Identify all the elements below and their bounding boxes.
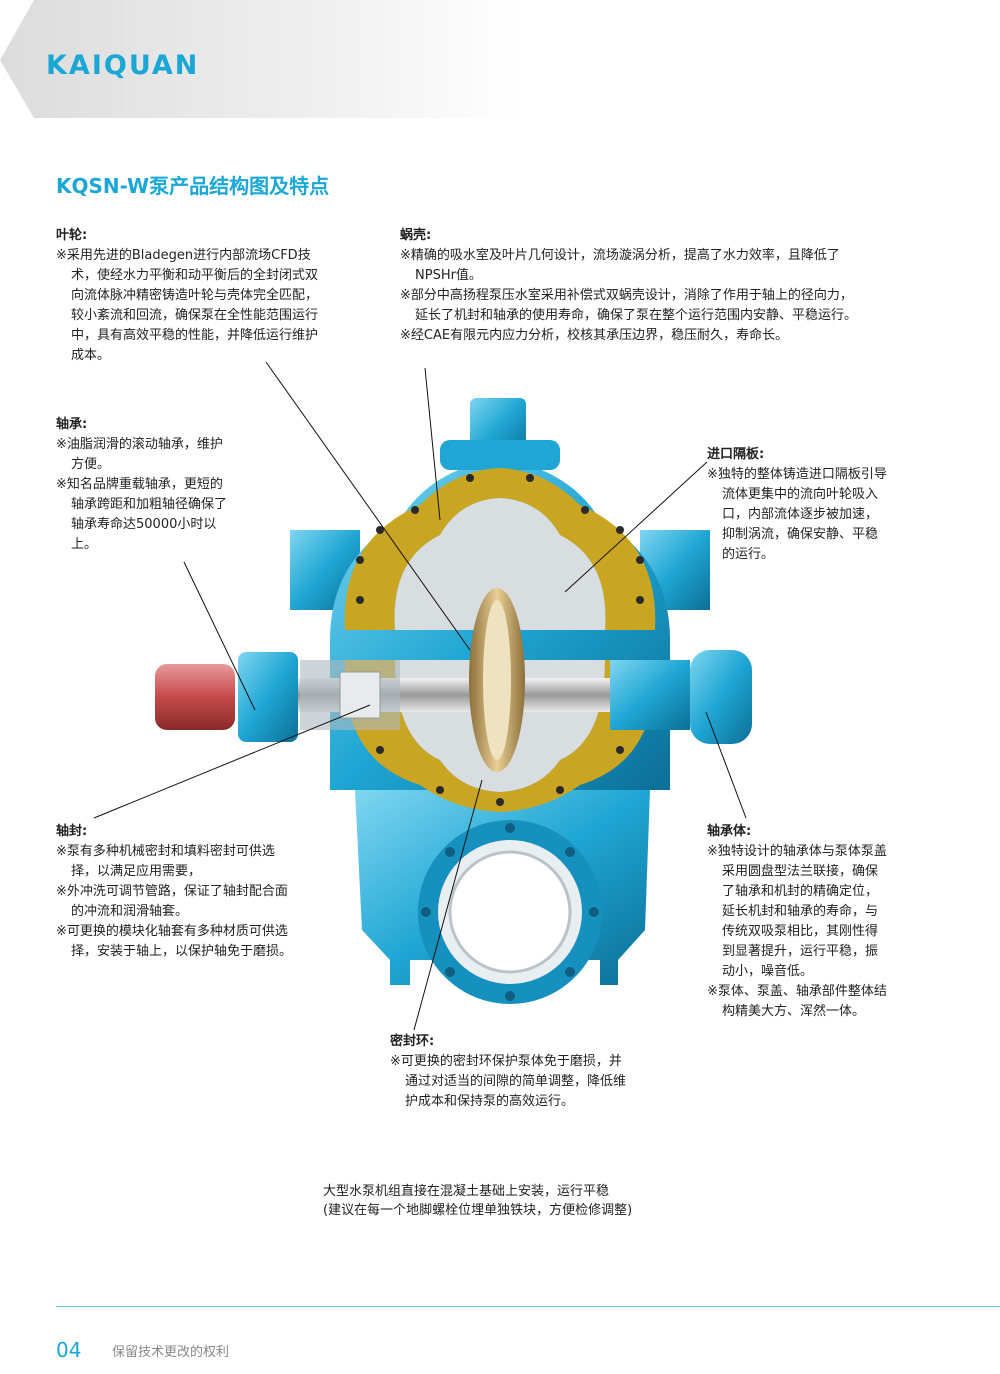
callout-item: ※精确的吸水室及叶片几何设计，流场漩涡分析，提高了水力效率，且降低了NPSHr值… bbox=[400, 248, 840, 283]
page-title: KQSN-W泵产品结构图及特点 bbox=[56, 174, 330, 198]
callout-item: ※泵有多种机械密封和填料密封可供选择，以满足应用需要， bbox=[56, 844, 275, 879]
header-band bbox=[0, 0, 520, 118]
callout-heading: 叶轮: bbox=[56, 228, 88, 243]
footer-note: 保留技术更改的权利 bbox=[112, 1345, 230, 1360]
callout-heading: 密封环: bbox=[390, 1034, 435, 1049]
callout-item: ※外冲洗可调节管路，保证了轴封配合面的冲流和润滑轴套。 bbox=[56, 884, 288, 919]
callout-bearing: 轴承: ※油脂润滑的滚动轴承，维护方便。 ※知名品牌重载轴承，更短的轴承跨距和加… bbox=[56, 415, 234, 555]
callout-bearing-body: 轴承体: ※独特设计的轴承体与泵体泵盖采用圆盘型法兰联接，确保了轴承和机封的精确… bbox=[707, 822, 887, 1022]
callout-item: ※独特的整体铸造进口隔板引导流体更集中的流向叶轮吸入口，内部流体逐步被加速，抑制… bbox=[707, 467, 887, 562]
callout-heading: 蜗壳: bbox=[400, 228, 432, 243]
callout-item: ※知名品牌重载轴承，更短的轴承跨距和加粗轴径确保了轴承寿命达50000小时以上。 bbox=[56, 477, 228, 552]
callout-item: ※部分中高扬程泵压水室采用补偿式双蜗壳设计，消除了作用于轴上的径向力，延长了机封… bbox=[400, 288, 858, 323]
callout-item: ※泵体、泵盖、轴承部件整体结构精美大方、浑然一体。 bbox=[707, 984, 887, 1019]
callout-item: ※经CAE有限元内应力分析，校核其承压边界，稳压耐久，寿命长。 bbox=[400, 328, 789, 343]
brand-logo: KAIQUAN bbox=[46, 50, 200, 81]
callout-item: ※可更换的密封环保护泵体免于磨损，并通过对适当的间隙的简单调整，降低维护成本和保… bbox=[390, 1054, 627, 1109]
callout-item: ※独特设计的轴承体与泵体泵盖采用圆盘型法兰联接，确保了轴承和机封的精确定位，延长… bbox=[707, 844, 887, 979]
callout-seal-ring: 密封环: ※可更换的密封环保护泵体免于磨损，并通过对适当的间隙的简单调整，降低维… bbox=[390, 1032, 630, 1112]
caption-line-1: 大型水泵机组直接在混凝土基础上安装，运行平稳 bbox=[323, 1184, 610, 1199]
callout-inlet-baffle: 进口隔板: ※独特的整体铸造进口隔板引导流体更集中的流向叶轮吸入口，内部流体逐步… bbox=[707, 445, 887, 565]
callout-shaft-seal: 轴封: ※泵有多种机械密封和填料密封可供选择，以满足应用需要， ※外冲洗可调节管… bbox=[56, 822, 300, 962]
installation-caption: 大型水泵机组直接在混凝土基础上安装，运行平稳 (建议在每一个地脚螺栓位埋单独铁块… bbox=[323, 1182, 632, 1220]
callout-volute: 蜗壳: ※精确的吸水室及叶片几何设计，流场漩涡分析，提高了水力效率，且降低了NP… bbox=[400, 226, 860, 346]
callout-heading: 轴封: bbox=[56, 824, 88, 839]
callout-item: ※油脂润滑的滚动轴承，维护方便。 bbox=[56, 437, 223, 472]
callout-impeller: 叶轮: ※采用先进的Bladegen进行内部流场CFD技术，使经水力平衡和动平衡… bbox=[56, 226, 326, 366]
callout-item: ※可更换的模块化轴套有多种材质可供选择，安装于轴上，以保护轴免于磨损。 bbox=[56, 924, 293, 959]
callout-heading: 轴承: bbox=[56, 417, 88, 432]
callout-item: ※采用先进的Bladegen进行内部流场CFD技术，使经水力平衡和动平衡后的全封… bbox=[56, 248, 319, 363]
footer-divider bbox=[56, 1306, 1000, 1307]
callout-heading: 进口隔板: bbox=[707, 447, 765, 462]
caption-line-2: (建议在每一个地脚螺栓位埋单独铁块，方便检修调整) bbox=[323, 1203, 633, 1218]
page-number: 04 bbox=[56, 1338, 82, 1362]
callout-heading: 轴承体: bbox=[707, 824, 752, 839]
